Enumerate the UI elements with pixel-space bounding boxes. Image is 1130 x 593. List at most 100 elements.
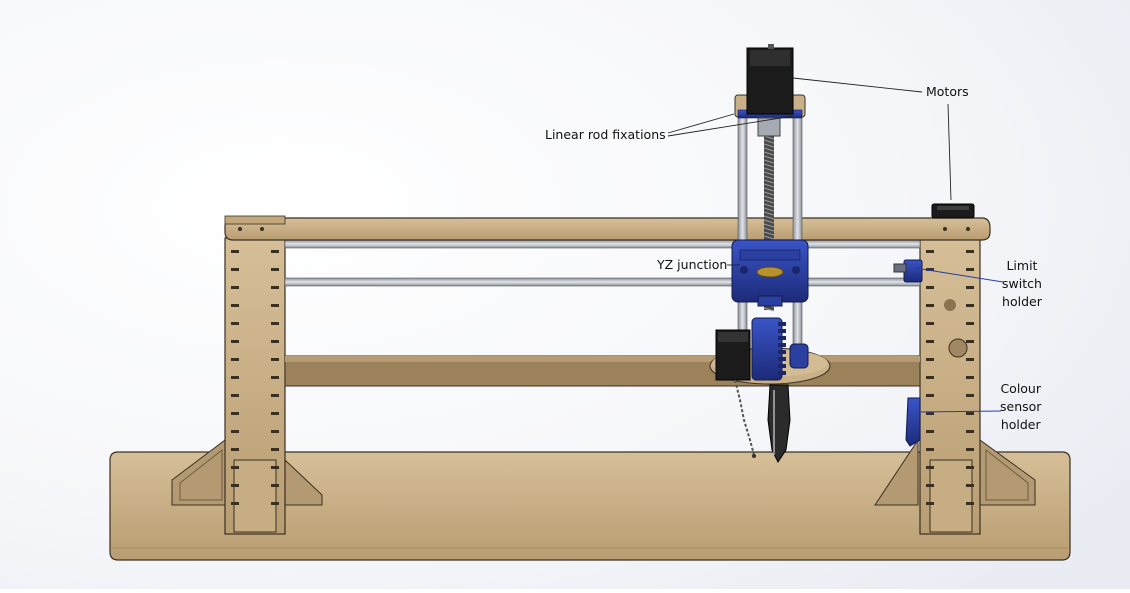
slot-hole (271, 376, 279, 379)
gear-tooth (778, 350, 786, 354)
slot-hole (966, 448, 974, 451)
leader-lines (667, 77, 1004, 413)
thread-line (763, 171, 775, 176)
slot-hole (231, 268, 239, 271)
slot-hole (926, 448, 934, 451)
slot-hole (926, 304, 934, 307)
thread-line (763, 231, 775, 236)
slot-hole (231, 502, 239, 505)
thread-line (763, 151, 775, 156)
slot-hole (231, 484, 239, 487)
slot-hole (966, 430, 974, 433)
colour-sensor-holder-line-1: Colour (1000, 381, 1041, 396)
slot-hole (966, 340, 974, 343)
thread-line (763, 143, 775, 148)
slot-hole (231, 322, 239, 325)
slot-hole (966, 484, 974, 487)
yz-junction-label: YZ junction (657, 257, 728, 272)
thread-line (763, 235, 775, 240)
slot-hole (966, 322, 974, 325)
slot-hole (271, 286, 279, 289)
colour-sensor-holder-part (905, 397, 921, 447)
colour-sensor-holder-line-2: sensor (1000, 399, 1042, 414)
z-axis-assembly (709, 44, 831, 463)
slot-hole (271, 502, 279, 505)
slot-hole (231, 250, 239, 253)
slot-hole (926, 286, 934, 289)
slot-hole (926, 502, 934, 505)
slot-hole (271, 304, 279, 307)
slot-hole (966, 358, 974, 361)
thread-line (763, 155, 775, 160)
thread-line (763, 163, 775, 168)
right-upright (919, 237, 981, 535)
slot-hole (231, 430, 239, 433)
slot-hole (271, 466, 279, 469)
gear-tooth (778, 371, 786, 375)
limit-switch-holder-line-3: holder (1002, 294, 1042, 309)
slot-hole (231, 376, 239, 379)
limit-switch-holder-line-2: switch (1002, 276, 1042, 291)
slot-hole (231, 358, 239, 361)
slot-hole (926, 484, 934, 487)
slot-hole (966, 502, 974, 505)
thread-line (763, 147, 775, 152)
gear-tooth (778, 322, 786, 326)
slot-hole (926, 340, 934, 343)
slot-hole (271, 430, 279, 433)
thread-line (763, 195, 775, 200)
motors-label: Motors (926, 84, 969, 99)
thread-line (763, 167, 775, 172)
slot-hole (966, 376, 974, 379)
x-axis-motor (931, 203, 975, 219)
slot-hole (271, 412, 279, 415)
slot-hole (271, 358, 279, 361)
thread-line (763, 199, 775, 204)
slot-hole (966, 412, 974, 415)
gear-tooth (778, 357, 786, 361)
slot-hole (926, 358, 934, 361)
slot-hole (966, 250, 974, 253)
slot-hole (966, 394, 974, 397)
thread-line (763, 219, 775, 224)
slot-hole (926, 268, 934, 271)
slot-hole (926, 466, 934, 469)
thread-line (763, 191, 775, 196)
slot-hole (926, 394, 934, 397)
base-board (109, 451, 1071, 561)
gear-tooth (778, 364, 786, 368)
slot-hole (926, 322, 934, 325)
thread-line (763, 203, 775, 208)
left-brackets (171, 438, 1036, 506)
limit-switch-holder-label: Limit switch holder (1002, 257, 1042, 311)
gear-tooth (778, 329, 786, 333)
slot-hole (926, 376, 934, 379)
slot-hole (231, 394, 239, 397)
slot-hole (271, 340, 279, 343)
linear-rod-fixations-label: Linear rod fixations (545, 127, 666, 142)
thread-line (763, 211, 775, 216)
slot-hole (271, 394, 279, 397)
thread-line (763, 139, 775, 144)
slot-hole (271, 484, 279, 487)
thread-line (763, 159, 775, 164)
slot-hole (231, 340, 239, 343)
slot-hole (966, 268, 974, 271)
slot-hole (966, 304, 974, 307)
gear-tooth (778, 336, 786, 340)
thread-line (763, 179, 775, 184)
limit-switch-holder-line-1: Limit (1006, 258, 1038, 273)
limit-switch-holder-part (893, 259, 923, 283)
slot-hole (271, 322, 279, 325)
thread-line (763, 183, 775, 188)
thread-line (763, 175, 775, 180)
slot-hole (231, 466, 239, 469)
slot-hole (966, 466, 974, 469)
top-beam (224, 215, 991, 241)
thread-line (763, 215, 775, 220)
slot-hole (231, 304, 239, 307)
thread-line (763, 223, 775, 228)
thread-line (763, 207, 775, 212)
